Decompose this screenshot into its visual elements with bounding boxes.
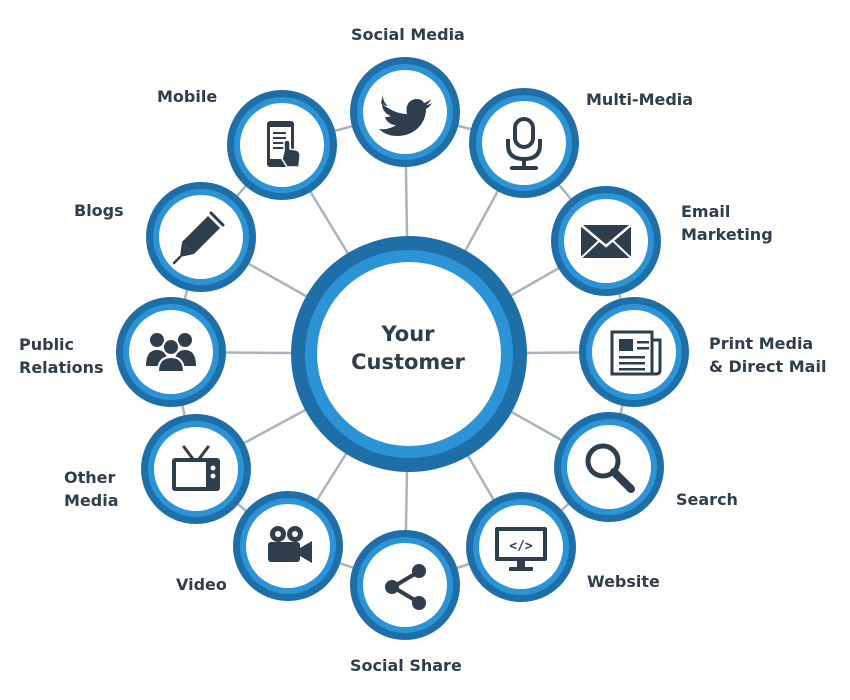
- hub-inner-disc: [317, 262, 501, 446]
- twitter-bird-icon: [379, 91, 432, 136]
- label-multi-media: Multi-Media: [586, 90, 694, 109]
- node-disc: [592, 310, 676, 394]
- node-public-relations: [116, 297, 226, 407]
- center-hub: [291, 236, 527, 472]
- svg-text:</>: </>: [509, 539, 533, 554]
- label-video: Video: [176, 575, 227, 594]
- node-disc: [363, 543, 447, 627]
- node-disc: [482, 101, 566, 185]
- node-email-marketing: [551, 186, 661, 296]
- pen-icon: [172, 211, 225, 265]
- magnifier-icon: [585, 443, 635, 493]
- node-website: </>: [466, 492, 576, 602]
- label-email-marketing: Email Marketing: [681, 202, 773, 244]
- envelope-icon: [580, 224, 632, 259]
- node-disc: [567, 425, 651, 509]
- node-multi-media: [469, 88, 579, 198]
- center-label: Your Customer: [308, 320, 508, 376]
- label-social-media: Social Media: [351, 25, 465, 44]
- newspaper-icon: [610, 330, 662, 376]
- node-blogs: [146, 182, 256, 292]
- label-other-media: Other Media: [64, 468, 119, 510]
- label-social-share: Social Share: [350, 656, 462, 675]
- mobile-phone-icon: [267, 121, 301, 168]
- center-label-line1: Your: [381, 322, 435, 346]
- node-print-media: [579, 297, 689, 407]
- label-search: Search: [676, 490, 738, 509]
- node-social-share: [350, 530, 460, 640]
- node-video: [233, 491, 343, 601]
- video-camera-icon: [268, 526, 312, 563]
- node-mobile: [227, 90, 337, 200]
- people-group-icon: [146, 333, 196, 373]
- node-layer: </>: [116, 57, 689, 640]
- microphone-icon: [506, 117, 542, 170]
- label-mobile: Mobile: [157, 87, 218, 106]
- label-print-media: Print Media & Direct Mail: [709, 334, 827, 376]
- node-social-media: [350, 57, 460, 167]
- label-blogs: Blogs: [74, 201, 124, 220]
- node-other-media: [141, 414, 251, 524]
- code-monitor-icon: </>: [495, 527, 547, 571]
- television-icon: [172, 445, 220, 491]
- node-disc: [363, 70, 447, 154]
- center-label-line2: Customer: [351, 350, 465, 374]
- node-search: [554, 412, 664, 522]
- label-public-relations: Public Relations: [19, 335, 104, 377]
- label-website: Website: [587, 572, 660, 591]
- share-icon: [385, 564, 426, 610]
